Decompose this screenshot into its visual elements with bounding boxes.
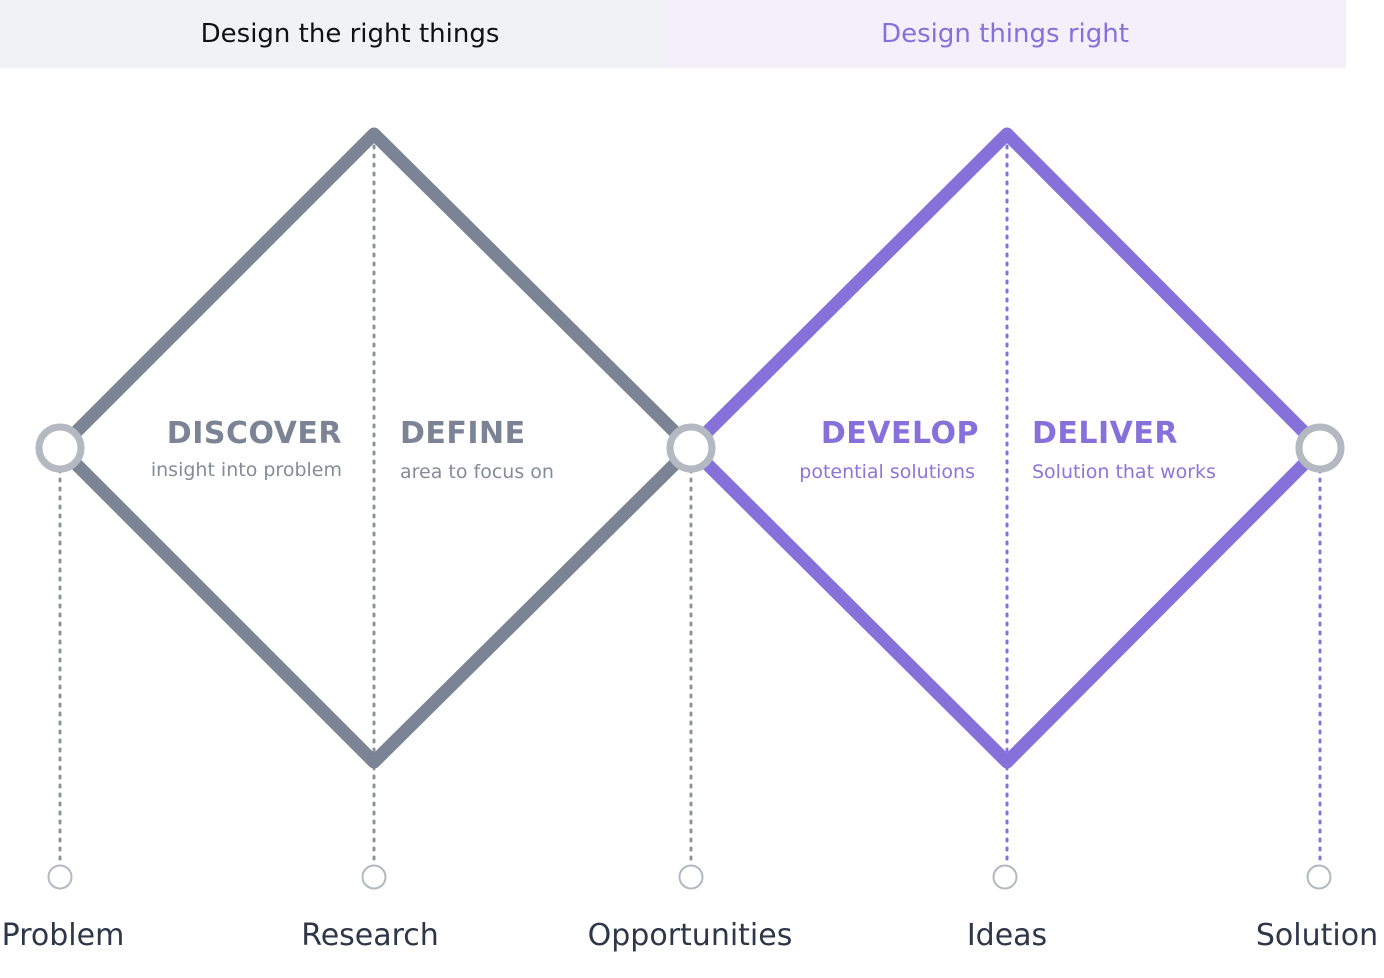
- small-node-solution: [1306, 864, 1332, 890]
- deliver-subtitle: Solution that works: [1032, 461, 1216, 483]
- header-design-things-right: Design things right: [664, 0, 1346, 68]
- define-title: DEFINE: [400, 416, 526, 451]
- header-right-title: Design things right: [881, 19, 1129, 49]
- stage-problem: Problem: [1, 918, 125, 953]
- stage-opportunities: Opportunities: [587, 918, 793, 953]
- node-solution: [1295, 423, 1345, 473]
- node-problem: [35, 423, 85, 473]
- develop-title: DEVELOP: [820, 416, 979, 451]
- small-node-opportunities: [678, 864, 704, 890]
- small-node-research: [361, 864, 387, 890]
- define-subtitle: area to focus on: [400, 461, 554, 483]
- stage-research: Research: [301, 918, 439, 953]
- discover-subtitle: insight into problem: [150, 459, 342, 481]
- small-node-problem: [47, 864, 73, 890]
- stage-ideas: Ideas: [966, 918, 1048, 953]
- stage-solution: Solution: [1255, 918, 1379, 953]
- develop-subtitle: potential solutions: [799, 461, 975, 483]
- header-left-title: Design the right things: [200, 19, 500, 49]
- discover-title: DISCOVER: [166, 416, 342, 451]
- header-design-right-things: Design the right things: [0, 0, 664, 68]
- node-opportunities: [666, 423, 716, 473]
- deliver-title: DELIVER: [1032, 416, 1178, 451]
- small-node-ideas: [992, 864, 1018, 890]
